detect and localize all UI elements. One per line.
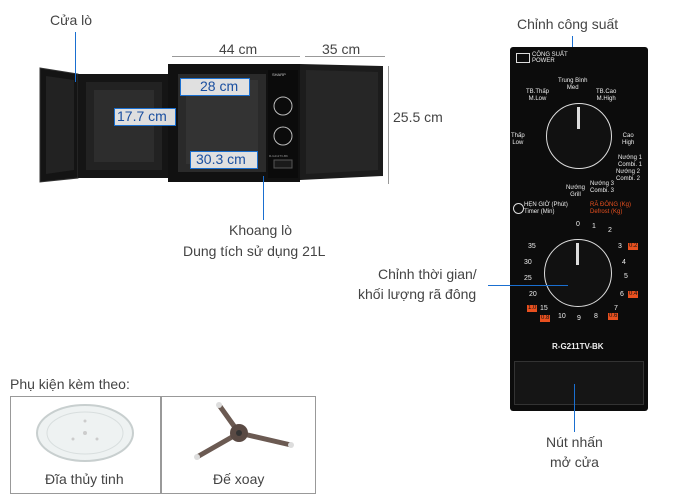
inner-width-box <box>180 78 250 96</box>
door-label: Cửa lò <box>50 12 93 28</box>
width-dimension: 44 cm <box>219 41 258 57</box>
cavity-label-line2: Dung tích sử dụng 21L <box>183 243 326 259</box>
door-open-button[interactable] <box>514 361 644 405</box>
timer-tick-25: 25 <box>524 275 532 282</box>
inner-width-label: 28 cm <box>200 78 239 94</box>
timer-adjust-label-line2: khối lượng rã đông <box>358 286 477 302</box>
glass-plate-image <box>36 404 134 462</box>
open-button-pointer <box>574 384 575 432</box>
timer-label: HẸN GIỜ (Phút)Timer (Min) <box>524 202 568 215</box>
power-knob-pointer <box>577 107 580 129</box>
accessories-title: Phụ kiện kèm theo: <box>10 376 130 392</box>
timer-knob[interactable] <box>544 239 612 307</box>
power-header-icon <box>516 53 530 63</box>
defrost-mark-0.8: 0.8 <box>540 315 551 322</box>
inner-height-box <box>114 108 176 126</box>
rotating-base-label: Đế xoay <box>213 471 265 487</box>
inner-depth-box <box>190 151 258 169</box>
timer-tick-5: 5 <box>624 273 628 280</box>
timer-tick-4: 4 <box>622 259 626 266</box>
timer-adjust-pointer <box>488 285 568 286</box>
clock-icon <box>513 203 524 214</box>
glass-plate-label: Đĩa thủy tinh <box>45 471 124 487</box>
defrost-label: RÃ ĐÔNG (Kg)Defrost (Kg) <box>590 202 632 215</box>
timer-tick-0: 0 <box>576 221 580 228</box>
inner-depth-label: 30.3 cm <box>196 151 246 167</box>
power-adjust-label: Chỉnh công suất <box>517 16 619 32</box>
timer-tick-35: 35 <box>528 243 536 250</box>
cavity-pointer <box>263 176 264 220</box>
defrost-mark-0.6: 0.6 <box>608 313 619 320</box>
timer-tick-10: 10 <box>558 313 566 320</box>
timer-tick-9: 9 <box>577 315 581 322</box>
open-button-label-line2: mở cửa <box>550 454 599 470</box>
timer-adjust-label-line1: Chỉnh thời gian/ <box>378 266 477 282</box>
timer-tick-7: 7 <box>614 305 618 312</box>
timer-tick-20: 20 <box>529 291 537 298</box>
timer-knob-pointer <box>576 243 579 265</box>
timer-tick-3: 3 <box>618 243 622 250</box>
defrost-mark-0.4: 0.4 <box>628 291 639 298</box>
defrost-mark-1.0: 1.0 <box>527 305 538 312</box>
width-line <box>172 56 300 57</box>
oven-brand-label: SHARP <box>272 72 286 77</box>
oven-model-label: R-G211TV-BK <box>269 154 288 158</box>
cavity-label-line1: Khoang lò <box>229 222 293 238</box>
timer-tick-15: 15 <box>540 305 548 312</box>
timer-tick-30: 30 <box>524 259 532 266</box>
depth-line <box>305 56 385 57</box>
power-knob[interactable] <box>546 103 612 169</box>
panel-model: R-G211TV-BK <box>552 342 604 351</box>
inner-height-label: 17.7 cm <box>117 108 167 124</box>
timer-tick-2: 2 <box>608 227 612 234</box>
open-button-label-line1: Nút nhấn <box>546 434 603 450</box>
timer-tick-6: 6 <box>620 291 624 298</box>
power-header-line1: CÔNG SUẤT <box>532 52 568 58</box>
timer-tick-1: 1 <box>592 223 596 230</box>
glass-plate-box: Đĩa thủy tinh <box>10 396 162 494</box>
rotating-base-image <box>194 402 294 460</box>
defrost-mark-0.2: 0.2 <box>628 243 639 250</box>
height-line <box>388 66 389 184</box>
power-header-line2: POWER <box>532 58 555 64</box>
depth-dimension: 35 cm <box>322 41 361 57</box>
timer-tick-8: 8 <box>594 313 598 320</box>
rotating-base-box: Đế xoay <box>160 396 316 494</box>
height-dimension: 25.5 cm <box>393 109 443 125</box>
door-pointer <box>75 32 76 82</box>
